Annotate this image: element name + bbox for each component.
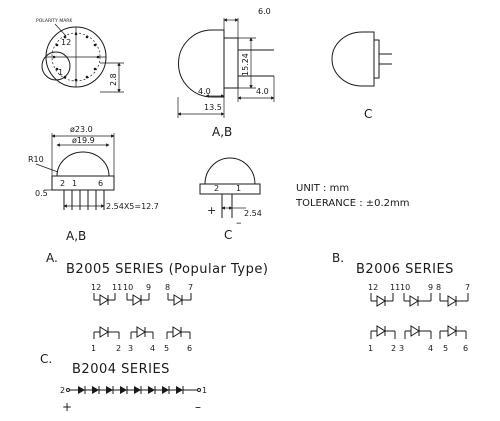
notes: UNIT : mm TOLERANCE : ±0.2mm [295,183,410,209]
polarity-circle [41,51,71,81]
series-c-plus: + [62,400,72,414]
series-a-pin-3: 3 [128,344,133,353]
series-b-bottom-pins: 1 2 3 4 5 6 [368,344,468,353]
front-dome [56,151,110,177]
series-a-pin-1: 1 [91,344,96,353]
series-a-pin-7: 7 [188,283,193,292]
dim-19-9: ø19.9 [72,136,95,145]
series-a-pin-12: 12 [91,283,101,292]
pin-dots [52,32,100,82]
dim-2-8: 2.8 [109,73,118,86]
dim-6-0: 6.0 [258,7,271,16]
polarity-mark-label: POLARITY MARK [36,18,73,24]
tolerance-note: TOLERANCE : ±0.2mm [295,198,410,209]
series-c-minus: – [195,400,201,414]
series-b-pin-12: 12 [368,283,378,292]
series-c-right-terminal [197,388,201,392]
dim-r10: R10 [28,155,44,164]
c-front-pin-2: 2 [214,184,219,193]
c-front-plus: + [207,204,216,217]
series-c-letter: C. [40,352,52,366]
dim-2-54: 2.54 [244,209,262,218]
series-a-pin-11: 11 [112,283,122,292]
series-b-pin-2: 2 [391,344,396,353]
series-a-pin-4: 4 [150,344,155,353]
c-flange [373,39,380,79]
series-a-pin-10: 10 [123,283,133,292]
dim-0-5: 0.5 [35,189,48,198]
c-front-pin-1: 1 [236,184,241,193]
series-b-pin-9: 9 [428,283,433,292]
series-b-letter: B. [332,251,344,265]
series-b-pin-5: 5 [443,344,448,353]
series-a-pin-5: 5 [164,344,169,353]
series-a-pin-2: 2 [116,344,121,353]
front-pin-1: 1 [72,179,77,188]
series-c-title: B2004 SERIES [72,362,170,377]
dome-body [178,29,225,98]
series-a-pin-6: 6 [187,344,192,353]
front-base [51,175,115,191]
series-c: C. B2004 SERIES 2 1 + – [40,352,207,414]
polarity-leader [54,23,67,37]
series-c-left-terminal [66,388,70,392]
series-a: A. B2005 SERIES (Popular Type) 12 11 10 … [46,251,268,353]
pin-1-label: 1 [58,68,63,77]
pin-12-label: 12 [61,38,71,47]
series-a-title: B2005 SERIES (Popular Type) [66,262,268,277]
front-pin-2: 2 [60,179,65,188]
dim-23-0: ø23.0 [70,125,93,134]
side-view-ab: 6.0 15.24 4.0 4.0 13.5 A,B [177,7,275,139]
series-b-pin-3: 3 [399,344,404,353]
series-b-pin-4: 4 [428,344,433,353]
series-b-pin-10: 10 [400,283,410,292]
c-front-base [199,183,261,195]
side-view-c-label: C [364,107,372,121]
side-view-label: A,B [212,125,232,139]
series-a-letter: A. [46,251,58,265]
series-b-pin-6: 6 [463,344,468,353]
front-view-c: 2 1 + – 2.54 C [199,157,262,242]
c-front-dome [204,157,256,185]
dim-4-0-left: 4.0 [198,87,211,96]
front-pin-6: 6 [98,179,103,188]
top-view-group: POLARITY MARK 12 1 2.8 [36,18,124,93]
base-flange [223,37,239,89]
series-a-pin-9: 9 [146,283,151,292]
front-leads [63,190,105,210]
series-a-pin-8: 8 [165,283,170,292]
series-b-top-pins: 12 11 10 9 8 7 [368,283,470,292]
side-view-c: C [331,31,392,121]
series-c-diode-chain [78,386,184,394]
unit-note: UNIT : mm [296,183,349,194]
dim-pitch: 2.54X5=12.7 [106,202,159,211]
r10-leader [35,163,59,173]
c-dome-body [331,31,375,87]
series-b-top-diodes [370,293,469,307]
series-a-bottom-diodes [93,326,191,339]
series-b-title: B2006 SERIES [356,262,454,277]
series-b-pin-1: 1 [368,344,373,353]
front-view-ab: ø23.0 ø19.9 R10 0.5 2 1 6 2.54X5=12.7 A,… [28,125,159,243]
c-front-minus: – [236,216,242,229]
series-b-pin-11: 11 [390,283,400,292]
series-a-bottom-pins: 1 2 3 4 5 6 [91,344,192,353]
dim-15-24: 15.24 [241,53,250,76]
series-b: B. B2006 SERIES 12 11 10 9 8 7 [332,251,470,353]
series-c-left-pin: 2 [60,386,65,395]
series-c-right-pin: 1 [202,386,207,395]
series-b-pin-7: 7 [465,283,470,292]
dim-13-5: 13.5 [204,103,222,112]
series-b-bottom-diodes [370,325,467,339]
series-a-top-diodes [93,293,192,306]
series-b-pin-8: 8 [436,283,441,292]
series-a-top-pins: 12 11 10 9 8 7 [91,283,193,292]
dim-4-0-right: 4.0 [256,87,269,96]
front-view-label: A,B [66,229,86,243]
front-view-c-label: C [224,228,232,242]
